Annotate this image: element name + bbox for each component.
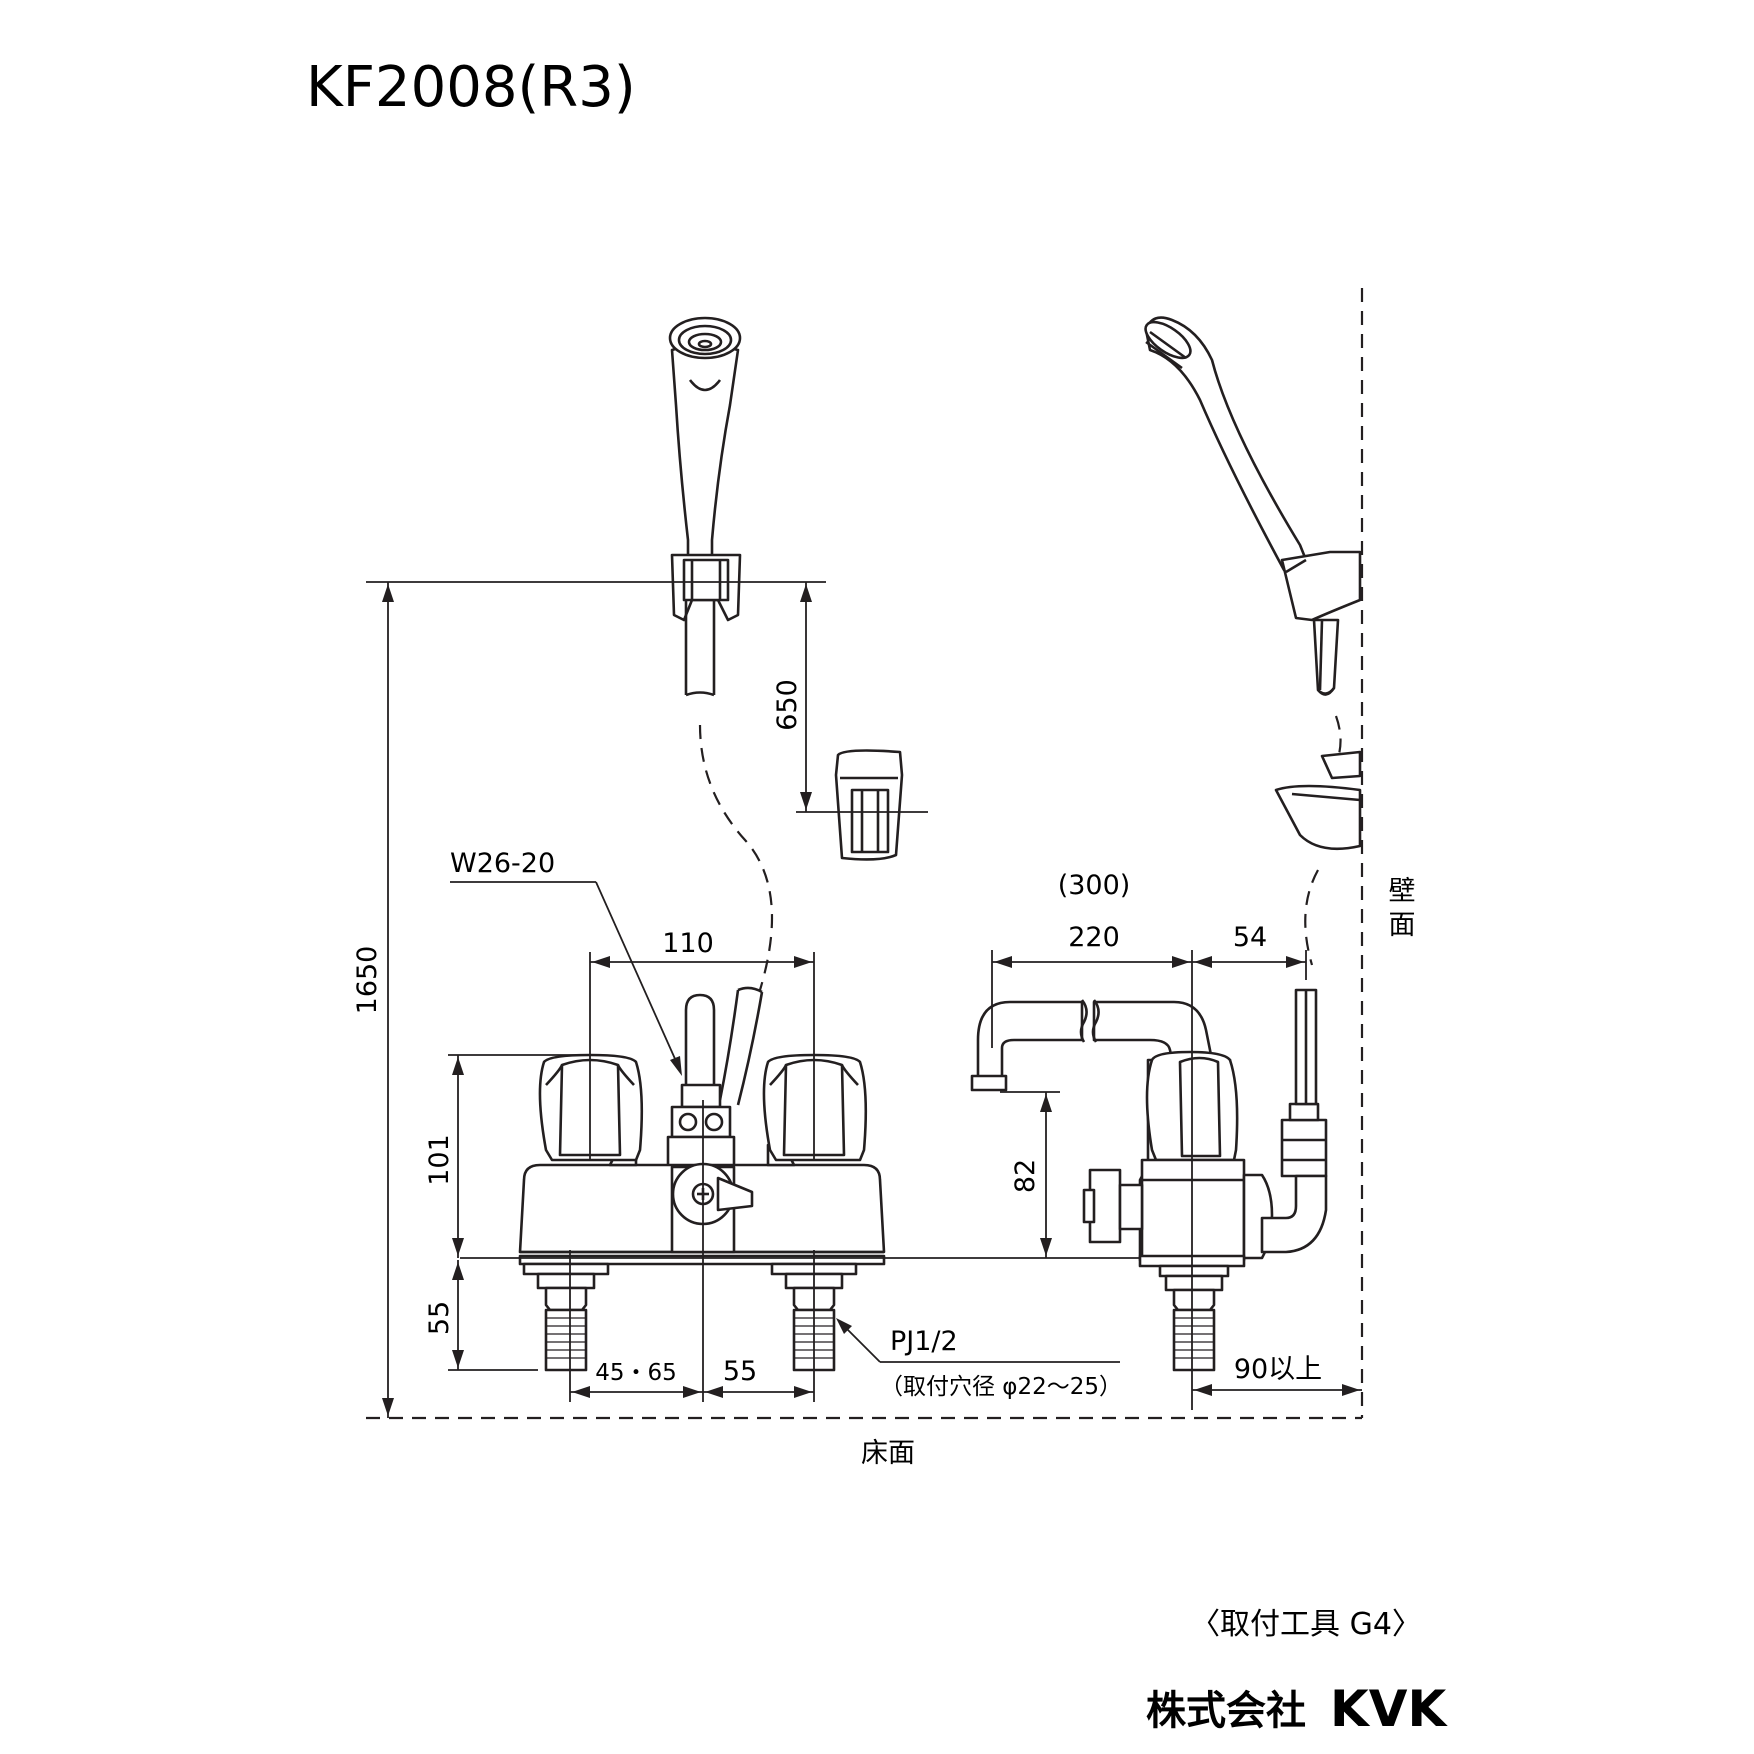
dim-handle-spacing-label: 110: [662, 928, 714, 959]
dim-handle-spacing: [589, 952, 815, 1160]
shower-holder-side: [1280, 550, 1362, 696]
dim-wall-clearance-label: 90以上: [1234, 1354, 1322, 1385]
brand-logo: KVK: [1330, 1680, 1448, 1738]
dim-spout-height-label: 82: [1010, 1159, 1041, 1193]
hose-thread-label: W26-20: [450, 848, 555, 879]
model-number: KF2008(R3): [306, 55, 636, 120]
pipe-thread-leader: [836, 1318, 1120, 1363]
dim-spout-reach-total-label: (300): [1058, 870, 1131, 901]
dim-spout-height: [1000, 1091, 1060, 1258]
floor-label: 床面: [861, 1438, 915, 1469]
company-label: 株式会社: [1146, 1688, 1306, 1734]
dim-bottom-offsets: [570, 1386, 814, 1398]
wall-label-bottom: 面: [1389, 910, 1416, 941]
dim-spout-reach-label: 220: [1068, 922, 1120, 953]
dim-right-offset-label: 55: [723, 1356, 757, 1387]
spare-holder-side: [1274, 715, 1362, 966]
dim-hook-drop: [796, 582, 928, 813]
dim-shank-length: [448, 1260, 538, 1371]
dim-wall-clearance: [1192, 1384, 1362, 1396]
wall-label-top: 壁: [1389, 876, 1416, 907]
hose-thread-leader: [450, 881, 682, 1076]
spare-holder: [834, 749, 904, 861]
dim-handle-height: [448, 1054, 580, 1258]
dim-total-height-label: 1650: [352, 946, 383, 1015]
dim-spout-reach: [991, 950, 1307, 1410]
dim-handle-height-label: 101: [424, 1134, 455, 1186]
pipe-thread-label: PJ1/2: [890, 1326, 958, 1357]
shower-holder-front: [670, 553, 742, 622]
dim-spout-to-wall-label: 54: [1233, 922, 1267, 953]
dim-shank-length-label: 55: [424, 1301, 455, 1335]
mount-hole-label: （取付穴径 φ22～25）: [880, 1374, 1122, 1400]
faucet-front: [518, 986, 886, 1372]
dim-hook-drop-label: 650: [772, 679, 803, 731]
dim-left-offset-label: 45・65: [595, 1360, 677, 1386]
dim-total-height: [366, 581, 826, 1418]
tools-label: 〈取付工具 G4〉: [1190, 1607, 1422, 1642]
hose-front: [684, 600, 774, 991]
shower-head-front: [668, 316, 742, 562]
shower-head-side: [1144, 316, 1308, 572]
